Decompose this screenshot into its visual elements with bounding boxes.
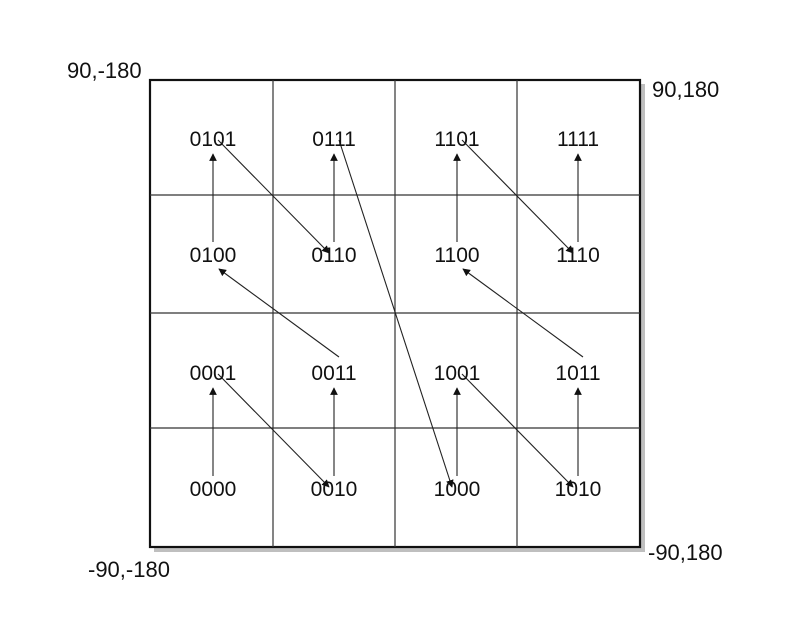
traversal-arrows — [209, 139, 584, 488]
cell-label: 1001 — [434, 362, 481, 385]
cell-label: 0100 — [190, 244, 237, 267]
traversal-arrow — [217, 373, 330, 488]
traversal-arrow — [462, 268, 584, 358]
cell-label: 1111 — [557, 128, 599, 151]
cell-label: 1100 — [434, 244, 479, 267]
corner-label-top-left: 90,-180 — [67, 58, 142, 83]
shadow-right — [640, 84, 645, 551]
corner-label-bottom-right: -90,180 — [648, 540, 723, 565]
traversal-arrow — [218, 268, 340, 358]
cell-labels: 0101 0111 1101 1111 0100 0110 1100 1110 0001 0011… — [190, 128, 602, 501]
traversal-arrow — [217, 139, 330, 254]
cell-label: 0000 — [190, 478, 237, 501]
cell-label: 0111 — [312, 128, 356, 151]
cell-label: 1011 — [555, 362, 600, 385]
shadow-bottom — [154, 547, 645, 552]
traversal-arrow — [338, 139, 454, 488]
cell-label: 0010 — [311, 478, 358, 501]
cell-label: 0001 — [190, 362, 237, 385]
cell-label: 0101 — [190, 128, 237, 151]
corner-label-top-right: 90,180 — [652, 77, 720, 102]
corner-label-bottom-left: -90,-180 — [88, 557, 170, 582]
cell-label: 1010 — [555, 478, 602, 501]
cell-label: 1101 — [434, 128, 479, 151]
traversal-arrow — [461, 139, 574, 254]
cell-label: 0110 — [311, 244, 356, 267]
grid-shadow — [154, 84, 645, 552]
traversal-arrow — [461, 373, 574, 488]
cell-label: 1000 — [434, 478, 481, 501]
cell-label: 1110 — [556, 244, 600, 267]
cell-label: 0011 — [311, 362, 356, 385]
